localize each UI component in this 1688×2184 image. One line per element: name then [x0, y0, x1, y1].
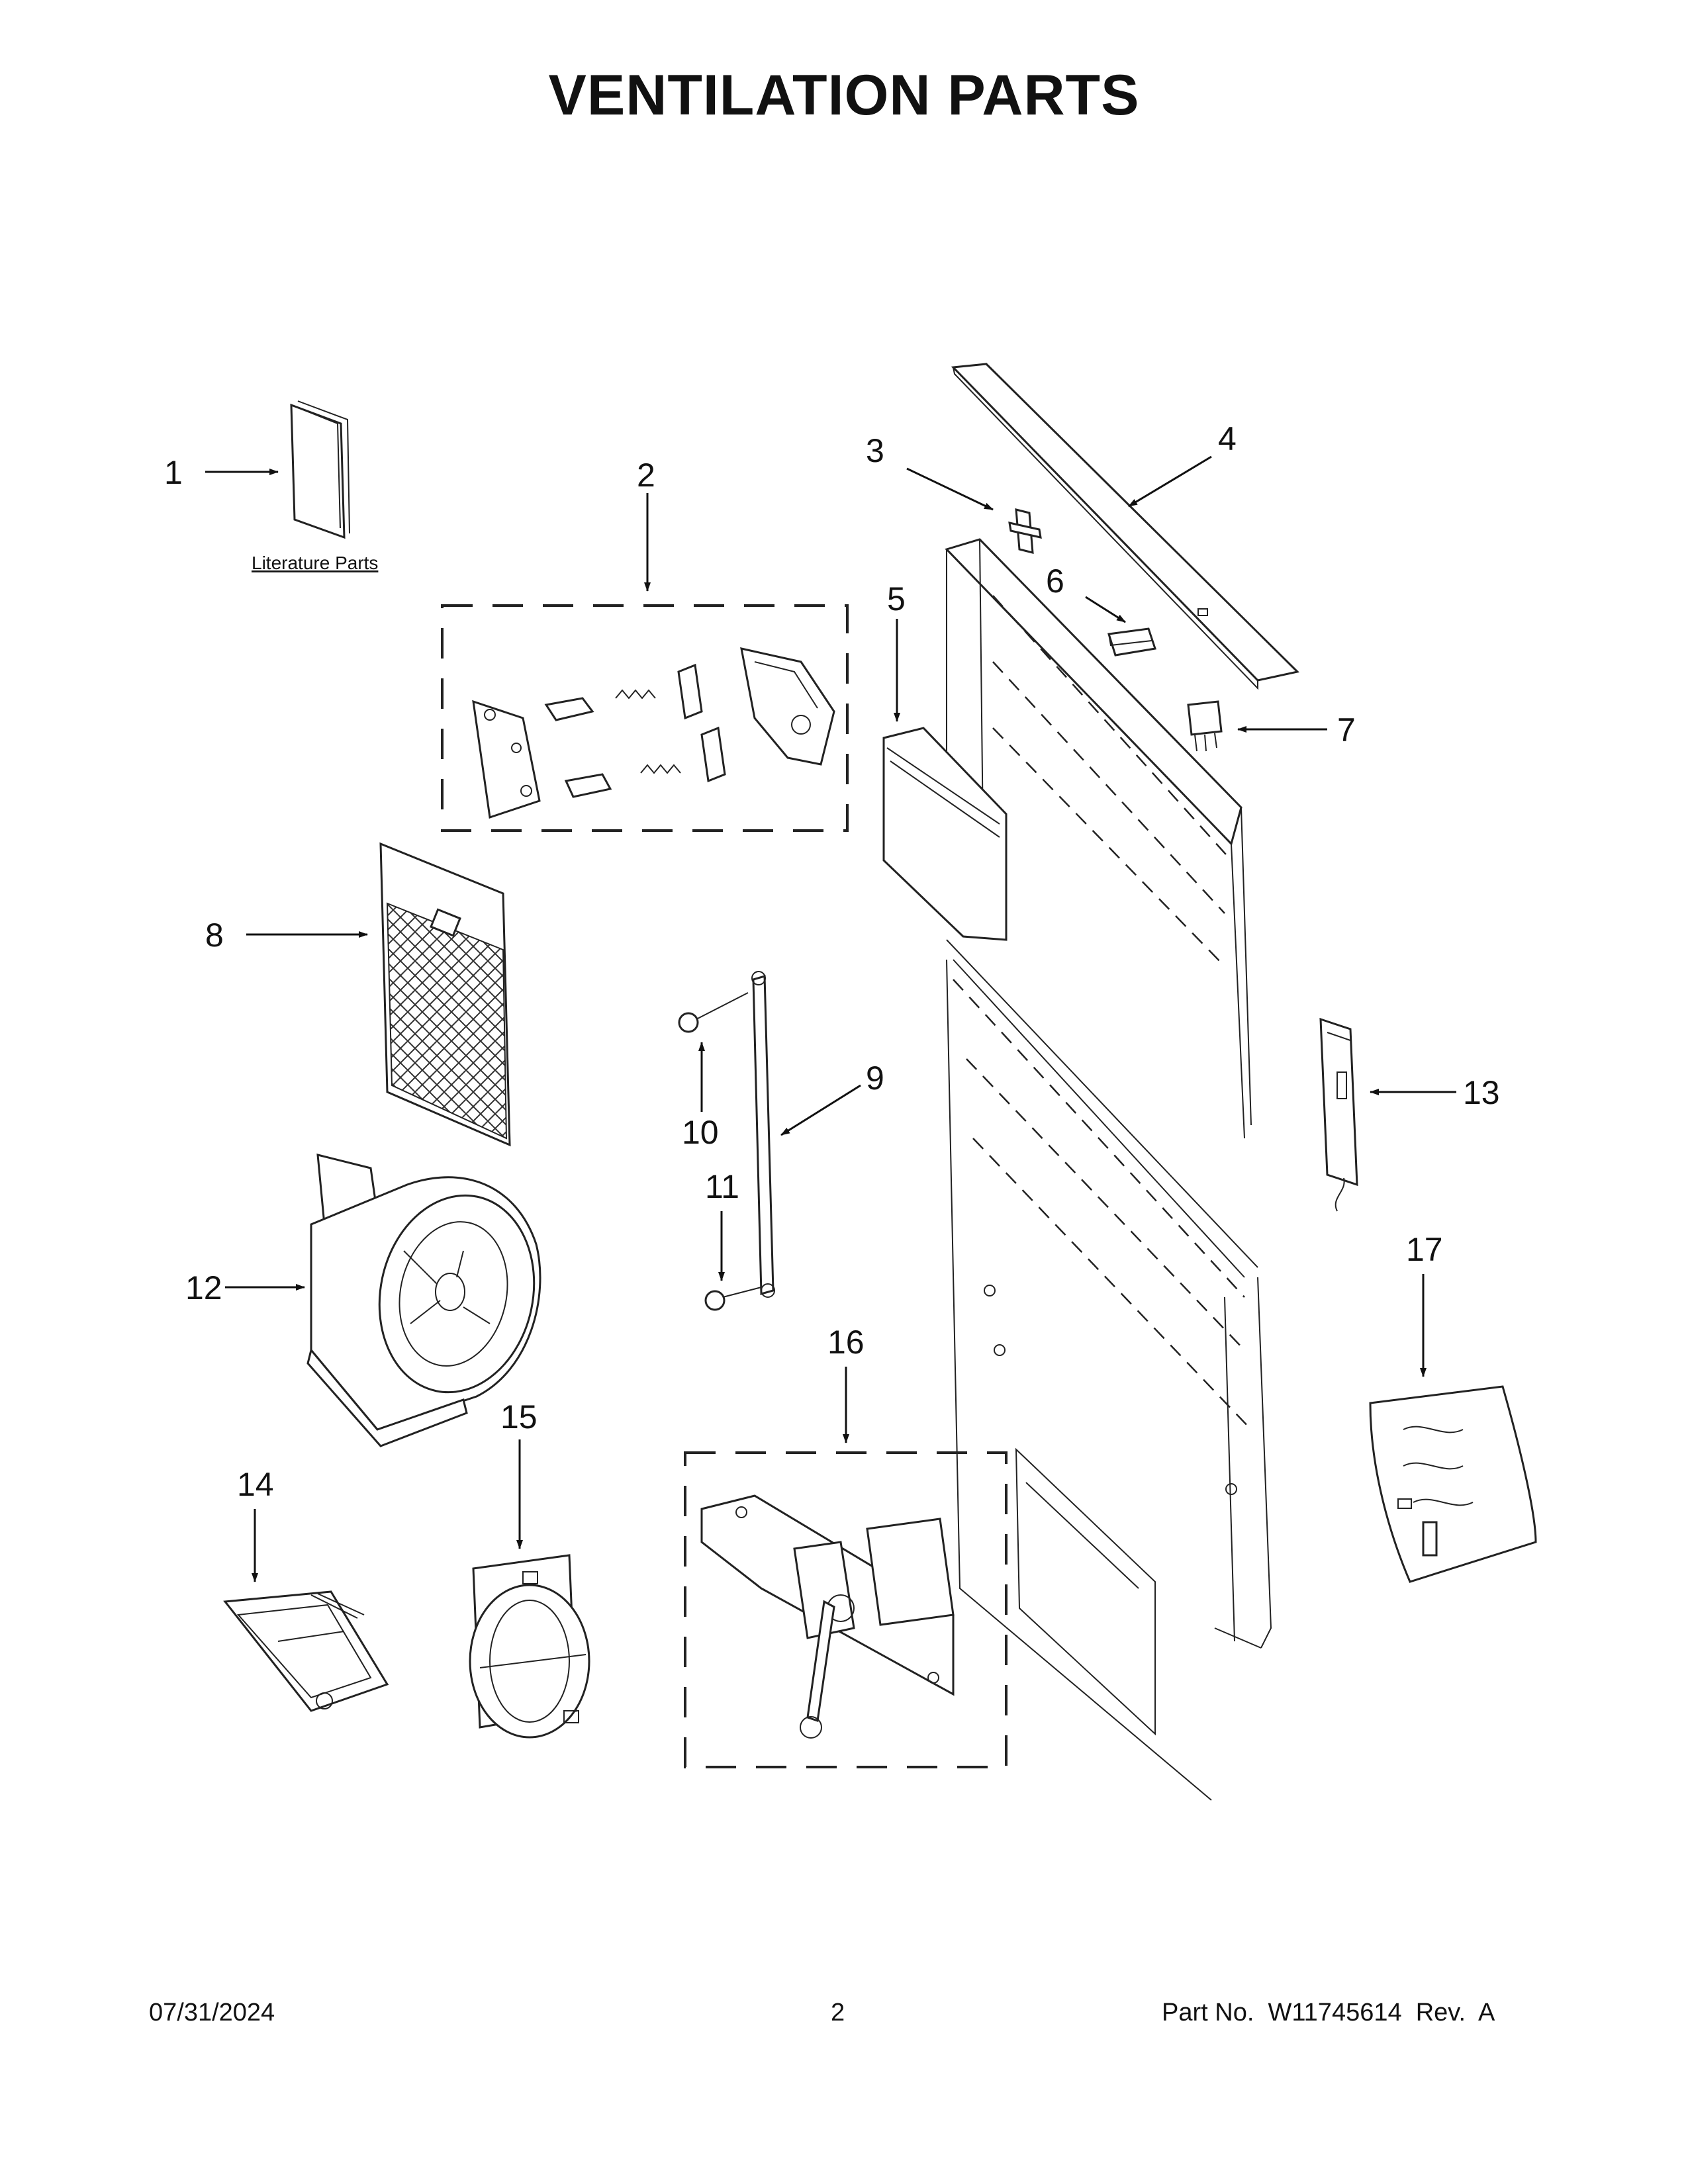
part-15-damper[interactable] [469, 1554, 590, 1739]
literature-parts-label: Literature Parts [252, 553, 378, 573]
part-10-screw[interactable] [678, 992, 749, 1033]
svg-text:14: 14 [237, 1466, 274, 1503]
svg-text:2: 2 [637, 457, 655, 494]
callout-3: 3 [866, 432, 994, 511]
part-6-clip[interactable] [1107, 627, 1156, 657]
svg-text:12: 12 [185, 1269, 222, 1306]
callout-13: 13 [1370, 1074, 1500, 1111]
part-11-screw[interactable] [704, 1287, 762, 1311]
part-2-kit[interactable] [441, 604, 849, 832]
part-13-control-module[interactable] [1319, 1017, 1358, 1212]
part-3-bolt[interactable] [1008, 508, 1042, 554]
footer-date: 07/31/2024 [149, 1999, 275, 2026]
callout-8: 8 [205, 917, 368, 954]
callout-6: 6 [1046, 563, 1126, 623]
callout-10: 10 [682, 1042, 719, 1151]
svg-text:5: 5 [887, 580, 906, 617]
callout-9: 9 [780, 1060, 884, 1136]
svg-text:13: 13 [1463, 1074, 1500, 1111]
part-12-blower[interactable] [306, 1154, 552, 1447]
callout-11: 11 [705, 1168, 739, 1281]
svg-text:7: 7 [1337, 711, 1356, 749]
callout-1: 1 [164, 454, 279, 491]
svg-text:1: 1 [164, 454, 183, 491]
footer-part-number: Part No. W11745614 Rev. A [1162, 1999, 1495, 2026]
part-16-drive-assembly[interactable] [684, 1451, 1008, 1768]
part-1-literature[interactable]: Literature Parts [252, 400, 378, 573]
svg-text:6: 6 [1046, 563, 1064, 600]
callout-17: 17 [1406, 1231, 1443, 1377]
callout-15: 15 [500, 1398, 538, 1549]
part-17-hardware-bag[interactable] [1369, 1385, 1537, 1583]
callout-2: 2 [637, 457, 655, 592]
part-14-light-tray[interactable] [223, 1590, 389, 1712]
svg-text:11: 11 [705, 1168, 739, 1205]
svg-text:16: 16 [827, 1324, 865, 1361]
part-8-grease-filter[interactable] [379, 842, 511, 1147]
svg-text:15: 15 [500, 1398, 538, 1435]
svg-text:9: 9 [866, 1060, 884, 1097]
callout-14: 14 [237, 1466, 274, 1582]
part-7-switch[interactable] [1187, 700, 1223, 752]
svg-text:17: 17 [1406, 1231, 1443, 1268]
callout-16: 16 [827, 1324, 865, 1443]
svg-text:4: 4 [1218, 420, 1237, 457]
callout-5: 5 [887, 580, 906, 722]
part-4-top-trim[interactable] [951, 363, 1300, 690]
svg-text:10: 10 [682, 1114, 719, 1151]
callout-12: 12 [185, 1269, 305, 1306]
svg-text:3: 3 [866, 432, 884, 469]
part-9-linkage-rod[interactable] [751, 971, 775, 1298]
callout-7: 7 [1237, 711, 1356, 749]
callout-4: 4 [1128, 420, 1237, 508]
page-title: VENTILATION PARTS [548, 64, 1140, 127]
svg-text:8: 8 [205, 917, 224, 954]
part-5-chassis[interactable] [882, 538, 1272, 1801]
footer-page-number: 2 [831, 1999, 845, 2026]
